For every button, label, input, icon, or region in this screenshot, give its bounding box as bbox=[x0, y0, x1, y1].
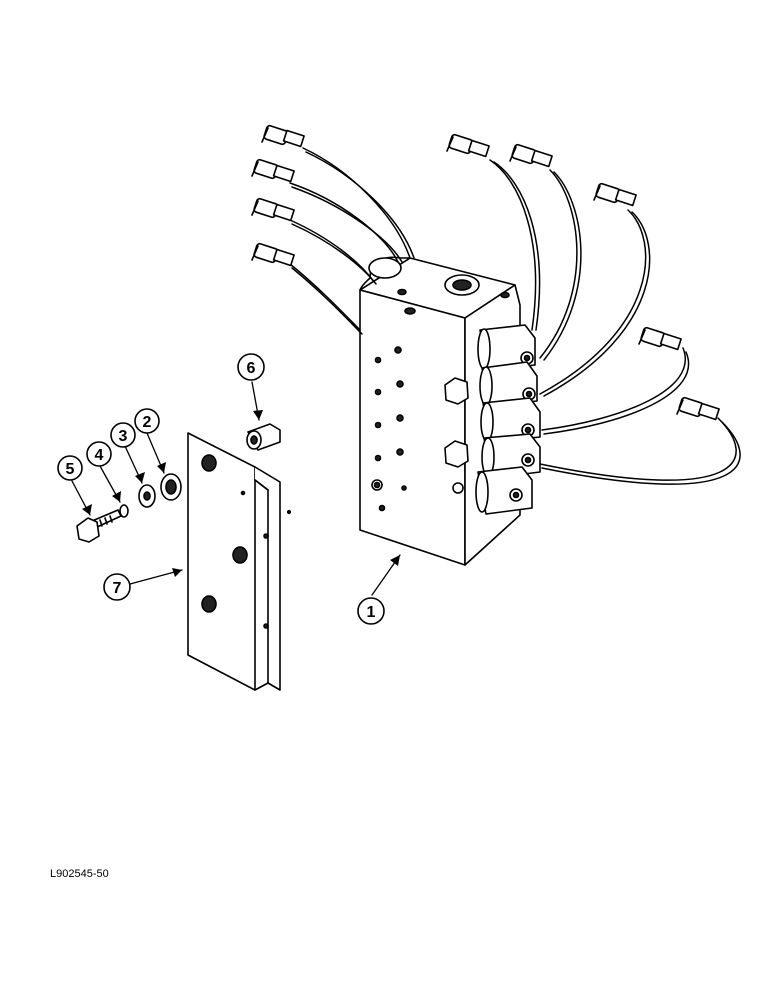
figure-code: L902545-50 bbox=[50, 868, 109, 880]
connector bbox=[261, 124, 305, 148]
callout-1: 1 bbox=[357, 597, 385, 625]
connector bbox=[251, 242, 295, 267]
leader-arrowheads bbox=[82, 410, 400, 577]
callout-5: 5 bbox=[57, 455, 83, 481]
callout-3-label: 3 bbox=[119, 428, 128, 445]
mounting-bracket bbox=[187, 432, 292, 691]
washer-large bbox=[160, 473, 182, 501]
connector bbox=[676, 396, 720, 421]
solenoid-coil bbox=[481, 433, 541, 479]
plug bbox=[246, 423, 281, 451]
callout-6: 6 bbox=[237, 353, 265, 381]
solenoid-coil bbox=[477, 324, 536, 371]
callout-4-label: 4 bbox=[95, 447, 104, 464]
callout-2-label: 2 bbox=[143, 414, 152, 431]
callout-7-label: 7 bbox=[113, 580, 122, 597]
solenoid-coil bbox=[480, 397, 541, 443]
callout-3: 3 bbox=[110, 422, 136, 448]
wire-connectors bbox=[251, 124, 720, 421]
washer-flat bbox=[138, 484, 156, 508]
wire-leads bbox=[289, 147, 741, 485]
connector bbox=[593, 182, 637, 207]
connector bbox=[251, 158, 295, 183]
callout-5-label: 5 bbox=[66, 461, 75, 478]
solenoid-coils bbox=[475, 324, 541, 515]
solenoid-coil bbox=[479, 361, 538, 407]
connector bbox=[509, 143, 553, 168]
solenoid-coil bbox=[475, 466, 533, 515]
callout-7: 7 bbox=[103, 573, 131, 601]
callout-4: 4 bbox=[86, 441, 112, 467]
hex-bolt bbox=[76, 509, 122, 543]
callout-2: 2 bbox=[134, 408, 160, 434]
connector bbox=[638, 326, 682, 351]
callout-6-label: 6 bbox=[247, 360, 256, 377]
connector bbox=[251, 197, 295, 222]
callout-1-label: 1 bbox=[367, 604, 376, 621]
connector bbox=[446, 133, 490, 158]
lock-washer bbox=[119, 504, 129, 518]
